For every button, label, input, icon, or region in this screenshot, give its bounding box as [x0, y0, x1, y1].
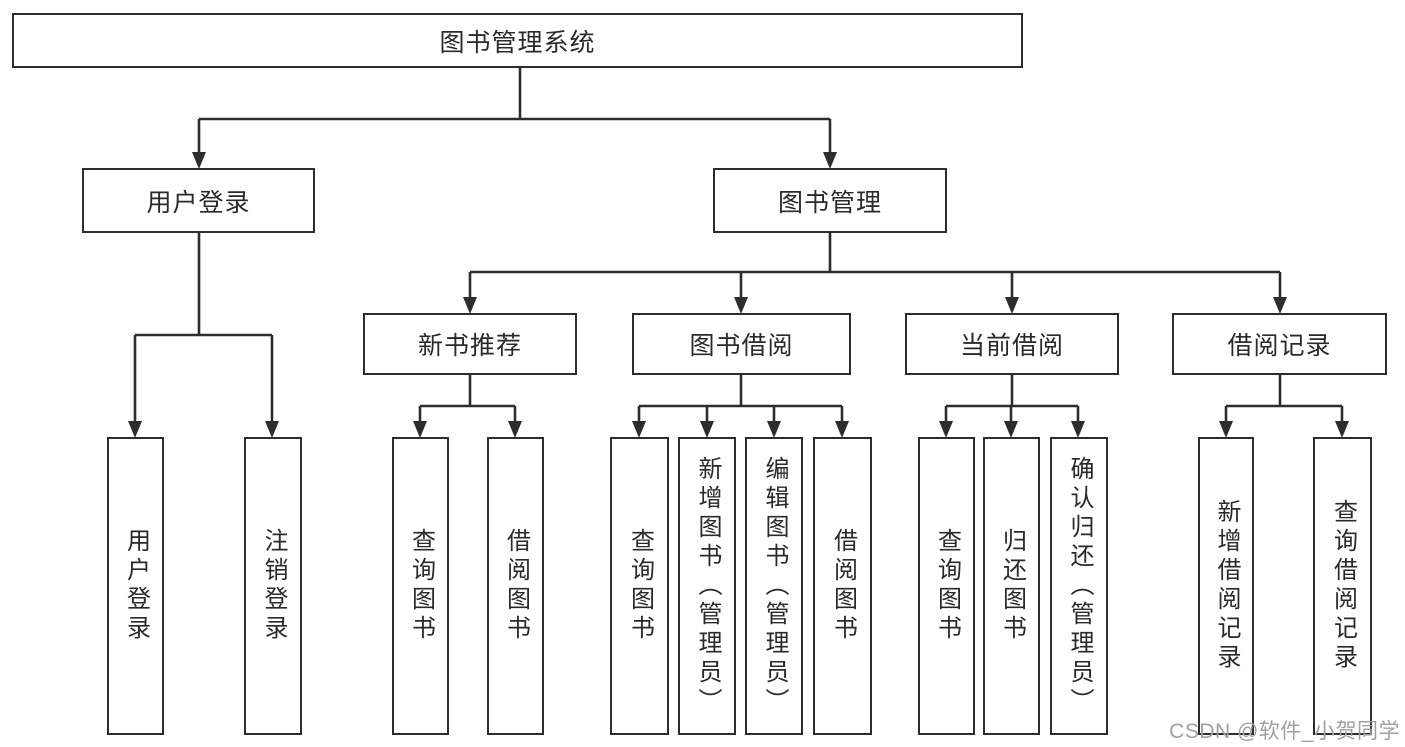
- node-label: 当前借阅: [959, 332, 1064, 360]
- arrow-down-icon: [1219, 421, 1233, 438]
- node-current-borrowing: 当前借阅: [905, 313, 1119, 375]
- node-query-book-current: 查询图书: [918, 437, 975, 735]
- node-label: 用户登录: [146, 188, 251, 217]
- node-label: 借阅图书: [502, 528, 530, 644]
- connector-root: [197, 68, 832, 154]
- node-label: 查询图书: [626, 528, 654, 644]
- node-label: 图书管理系统: [439, 28, 596, 57]
- node-confirm-return-admin: 确认归还（管理员）: [1050, 437, 1108, 735]
- node-label: 归还图书: [998, 528, 1026, 644]
- node-library-system: 图书管理系统: [12, 13, 1023, 68]
- node-query-book-recommend: 查询图书: [392, 437, 449, 735]
- arrow-down-icon: [700, 421, 714, 438]
- arrowheads: [128, 152, 1349, 438]
- node-borrow-book-action: 借阅图书: [813, 437, 872, 735]
- node-label: 借阅图书: [829, 528, 857, 644]
- connector-new-book: [418, 375, 517, 424]
- node-label: 确认归还（管理员）: [1066, 455, 1093, 717]
- arrow-down-icon: [1071, 421, 1085, 438]
- node-add-borrow-record: 新增借阅记录: [1198, 437, 1254, 735]
- arrow-down-icon: [413, 421, 427, 438]
- arrow-down-icon: [265, 421, 279, 438]
- node-label: 新增借阅记录: [1213, 499, 1240, 673]
- arrow-down-icon: [823, 152, 837, 169]
- node-label: 新增图书（管理员）: [694, 455, 721, 717]
- connector-user-login: [133, 233, 274, 424]
- node-add-book-admin: 新增图书（管理员）: [678, 437, 736, 735]
- arrow-down-icon: [632, 421, 646, 438]
- watermark-text: CSDN @软件_小贺同学: [1169, 720, 1400, 743]
- arrow-down-icon: [192, 152, 206, 169]
- node-user-login-action: 用户登录: [107, 437, 164, 735]
- connector-borrow-records: [1224, 375, 1344, 424]
- node-label: 图书借阅: [689, 332, 794, 360]
- node-label: 查询图书: [407, 528, 435, 644]
- arrow-down-icon: [463, 297, 477, 314]
- arrow-down-icon: [128, 421, 142, 438]
- node-label: 新书推荐: [417, 332, 522, 360]
- node-label: 查询图书: [933, 528, 961, 644]
- node-book-management: 图书管理: [713, 168, 947, 233]
- connector-book-mgmt: [468, 233, 1282, 300]
- node-logout-action: 注销登录: [244, 437, 302, 735]
- node-label: 查询借阅记录: [1329, 499, 1357, 673]
- node-user-login: 用户登录: [82, 168, 315, 233]
- node-label: 编辑图书（管理员）: [761, 455, 788, 717]
- node-label: 用户登录: [122, 528, 150, 644]
- node-query-book-borrow: 查询图书: [610, 437, 669, 735]
- arrow-down-icon: [734, 297, 748, 314]
- connector-book-borrow: [637, 375, 844, 424]
- node-borrow-records: 借阅记录: [1172, 313, 1387, 375]
- node-return-book: 归还图书: [983, 437, 1040, 735]
- arrow-down-icon: [1335, 421, 1349, 438]
- arrow-down-icon: [835, 421, 849, 438]
- connector-current-borrow: [944, 375, 1080, 424]
- node-borrow-book-recommend: 借阅图书: [487, 437, 544, 735]
- arrow-down-icon: [508, 421, 522, 438]
- node-book-borrowing: 图书借阅: [632, 313, 851, 375]
- node-label: 图书管理: [777, 188, 882, 217]
- arrow-down-icon: [1004, 421, 1018, 438]
- node-new-book-recommend: 新书推荐: [363, 313, 577, 375]
- node-query-borrow-record: 查询借阅记录: [1313, 437, 1372, 735]
- arrow-down-icon: [767, 421, 781, 438]
- node-edit-book-admin: 编辑图书（管理员）: [745, 437, 803, 735]
- arrow-down-icon: [1273, 297, 1287, 314]
- arrow-down-icon: [1005, 297, 1019, 314]
- node-label: 注销登录: [260, 528, 287, 644]
- arrow-down-icon: [939, 421, 953, 438]
- node-label: 借阅记录: [1227, 332, 1332, 360]
